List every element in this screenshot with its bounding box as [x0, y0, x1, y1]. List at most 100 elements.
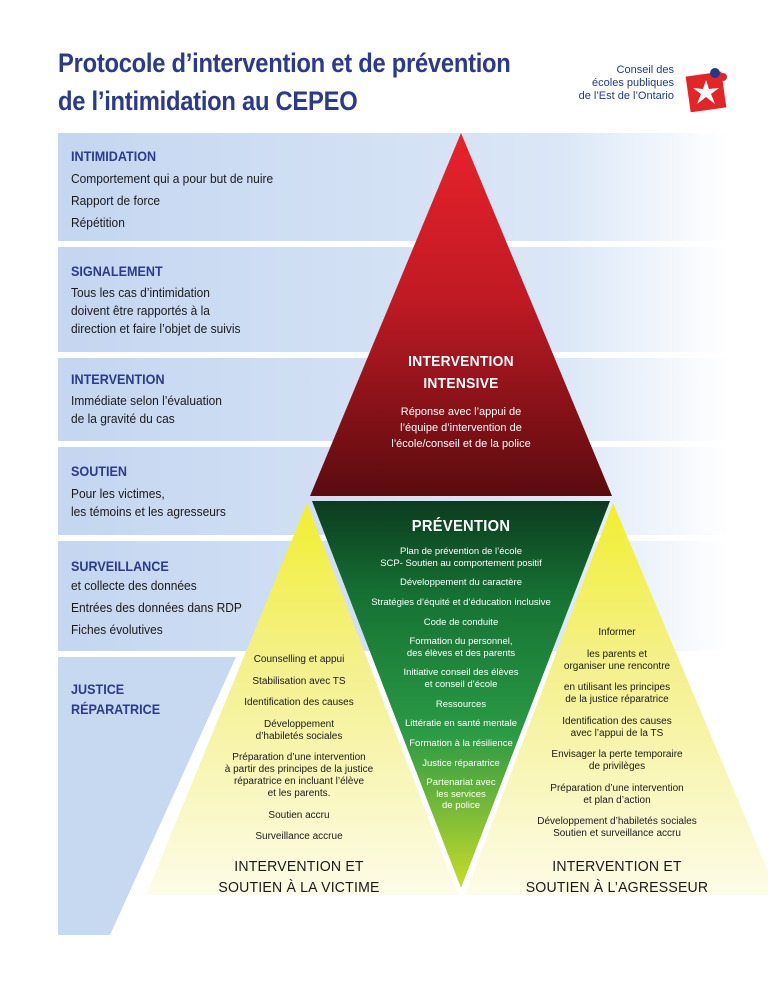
prevention-item: Code de conduite: [336, 617, 586, 629]
aggressor-item-line: organiser une rencontre: [563, 660, 671, 672]
body-intervention: Immédiate selon l’évaluation de la gravi…: [71, 392, 222, 428]
aggressor-triangle: [465, 503, 768, 895]
victim-item-line: à partir des principes de la justice: [224, 764, 374, 775]
aggressor-item-line: et plan d’action: [583, 794, 651, 806]
victim-item-line: réparatrice en incluant l’élève: [233, 776, 365, 787]
logo-text: Conseil des écoles publiques de l’Est de…: [579, 64, 674, 103]
intervention-line-2: de la gravité du cas: [71, 411, 175, 426]
aggressor-foot-1: INTERVENTION ET: [552, 858, 682, 875]
aggressor-item-line: en utilisant les principes: [563, 682, 671, 693]
aggressor-item-line: les parents et: [586, 648, 648, 660]
logo-line-1: Conseil des: [616, 64, 674, 76]
aggressor-foot-2: SOUTIEN À L’AGRESSEUR: [525, 879, 709, 896]
prevention-item-line: Ressources: [435, 698, 487, 710]
intensive-line-3: l’école/conseil et de la police: [391, 438, 531, 450]
intervention-line-1: Immédiate selon l’évaluation: [71, 393, 222, 408]
aggressor-item-line: Soutien et surveillance accru: [553, 828, 681, 839]
victim-item-line: et les parents.: [267, 788, 331, 799]
victim-item-line: Surveillance accrue: [255, 831, 343, 842]
heading-intervention: INTERVENTION: [71, 371, 165, 387]
intimidation-line-1: Comportement qui a pour but de nuire: [71, 171, 274, 186]
aggressor-item-line: de privilèges: [588, 761, 646, 772]
cepeo-logo: Conseil des écoles publiques de l’Est de…: [560, 60, 730, 120]
surveillance-line-3: Fiches évolutives: [71, 622, 163, 637]
intensive-head-1: INTERVENTION: [408, 353, 514, 370]
heading-justice: JUSTICE RÉPARATRICE: [71, 679, 160, 719]
aggressor-item-line: Envisager la perte temporaire: [551, 749, 683, 760]
victim-item: Identification des causes: [199, 697, 399, 709]
surveillance-line-1: et collecte des données: [71, 578, 197, 593]
prevention-item-line: Formation à la résilience: [409, 738, 513, 749]
intensive-line-1: Réponse avec l’appui de: [400, 406, 522, 418]
heading-signalement: SIGNALEMENT: [71, 263, 163, 279]
prevention-item-line: Partenariat avec: [426, 777, 496, 789]
prevention-item-line: Plan de prévention de l’école: [399, 546, 522, 557]
prevention-item-line: Code de conduite: [423, 616, 499, 628]
signalement-line-2: doivent être rapportés à la: [71, 303, 210, 318]
prevention-triangle: [312, 501, 610, 888]
heading-surveillance: SURVEILLANCE: [71, 558, 169, 574]
prevention-item-line: Formation du personnel,: [409, 636, 513, 648]
band-bg-justice-fill: [58, 657, 236, 935]
victim-item-line: Soutien accru: [268, 809, 330, 821]
soutien-line-1: Pour les victimes,: [71, 486, 165, 501]
intervention-intensive-triangle: [310, 133, 612, 496]
victim-foot-1: INTERVENTION ET: [234, 858, 364, 875]
prevention-item: Justice réparatrice: [336, 758, 586, 770]
heading-soutien: SOUTIEN: [71, 463, 128, 479]
intensive-heading: INTERVENTION INTENSIVE: [369, 351, 553, 395]
intensive-body: Réponse avec l’appui de l’équipe d’inter…: [361, 404, 561, 452]
prevention-heading: PRÉVENTION: [411, 518, 511, 535]
intensive-line-2: l’équipe d’intervention de: [400, 422, 522, 434]
signalement-line-3: direction et faire l’objet de suivis: [71, 321, 241, 336]
aggressor-item-line: Développement d’habiletés sociales: [537, 816, 697, 827]
soutien-line-2: les témoins et les agresseurs: [71, 504, 226, 519]
prevention-item: Stratégies d’équité et d’éducation inclu…: [336, 597, 586, 609]
victim-item-line: Développement: [263, 718, 335, 730]
victim-item: Surveillance accrue: [199, 831, 399, 843]
heading-intimidation: INTIMIDATION: [71, 148, 157, 164]
body-signalement: Tous les cas d’intimidation doivent être…: [71, 284, 241, 338]
victim-item: Counselling et appui: [199, 654, 399, 666]
prevention-item: Formation du personnel,des élèves et des…: [336, 636, 586, 659]
prevention-item: Formation à la résilience: [336, 738, 586, 750]
intensive-head-2: INTENSIVE: [423, 375, 499, 392]
victim-item: Soutien accru: [199, 810, 399, 822]
justice-line-2: RÉPARATRICE: [71, 701, 161, 717]
prevention-item: Développement du caractère: [336, 577, 586, 589]
victim-item-line: Counselling et appui: [253, 654, 345, 665]
victim-triangle: [146, 503, 458, 895]
victim-item-line: Stabilisation avec TS: [252, 675, 346, 687]
prevention-item-line: les services: [436, 788, 486, 800]
victim-item-line: d’habiletés sociales: [255, 730, 343, 742]
aggressor-item-line: de la justice réparatrice: [565, 694, 669, 705]
justice-line-1: JUSTICE: [71, 681, 125, 697]
aggressor-item-line: Préparation d’une intervention: [550, 782, 684, 794]
page-title: Protocole d’intervention et de préventio…: [58, 44, 511, 120]
title-line-1: Protocole d’intervention et de préventio…: [58, 48, 511, 78]
aggressor-footer: INTERVENTION ET SOUTIEN À L’AGRESSEUR: [520, 856, 714, 898]
aggressor-item-line: Identification des causes: [562, 715, 672, 727]
prevention-item-line: des élèves et des parents: [406, 647, 516, 659]
signalement-line-1: Tous les cas d’intimidation: [71, 285, 210, 300]
prevention-item-line: de police: [441, 800, 481, 812]
prevention-item-line: Développement du caractère: [400, 577, 522, 589]
prevention-item-line: et conseil d’école: [424, 678, 498, 690]
logo-line-2: écoles publiques: [592, 77, 674, 89]
prevention-item: Littératie en santé mentale: [336, 718, 586, 730]
intimidation-line-3: Répétition: [71, 215, 125, 230]
prevention-item-line: Initiative conseil des élèves: [403, 667, 519, 679]
victim-item-line: Identification des causes: [244, 697, 354, 708]
logo-star-icon: [685, 68, 727, 112]
